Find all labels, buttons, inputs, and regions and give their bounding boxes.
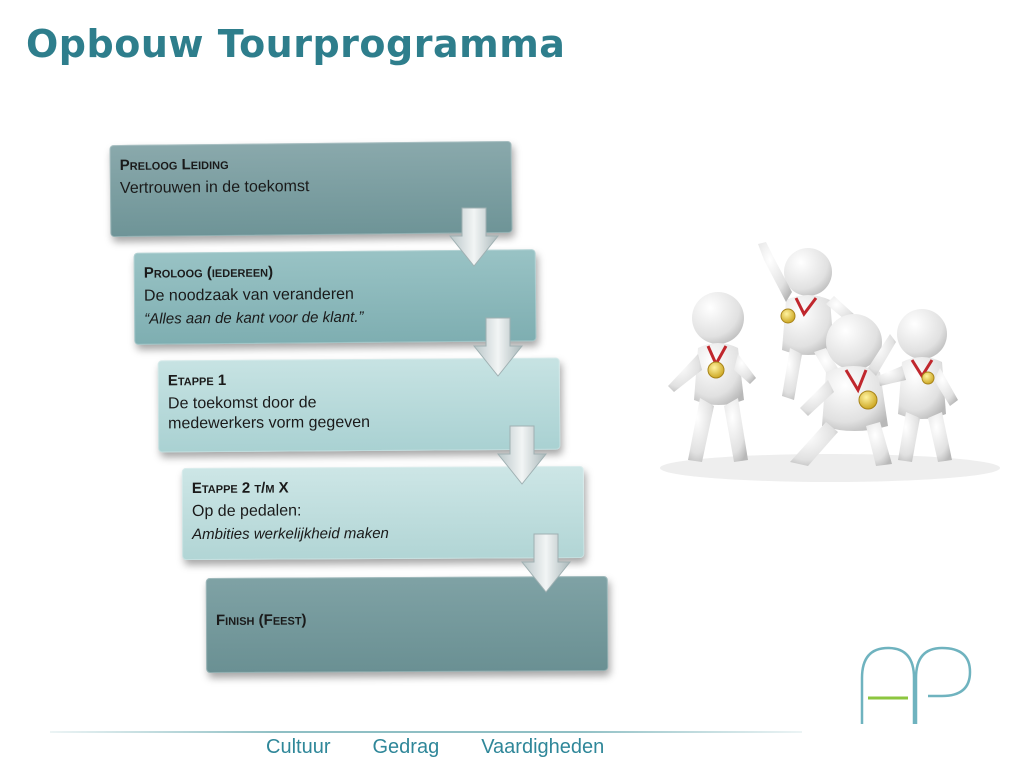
down-arrow-icon <box>520 533 572 593</box>
down-arrow-icon <box>448 207 500 267</box>
stage-quote: “Alles aan de kant voor de klant.” <box>144 308 364 328</box>
stage-text: Vertrouwen in de toekomst <box>119 178 310 197</box>
footer-divider <box>50 731 802 733</box>
down-arrow-icon <box>496 425 548 485</box>
stage-text: De noodzaak van veranderen <box>143 285 354 305</box>
stage-text: De toekomst door de <box>167 394 317 413</box>
stage-title: Preloog Leiding <box>119 155 229 175</box>
footer-item-gedrag: Gedrag <box>372 736 440 758</box>
medal-figures-image <box>660 242 1000 482</box>
footer: Cultuur Gedrag Vaardigheden <box>266 736 604 759</box>
stage-text: Op de pedalen: <box>191 502 302 520</box>
footer-item-vaardigheden: Vaardigheden <box>481 736 605 758</box>
stage-text: medewerkers vorm gegeven <box>168 413 371 433</box>
stage-quote: Ambities werkelijkheid maken <box>192 524 389 543</box>
ap-logo <box>860 646 972 724</box>
page-title: Opbouw Tourprogramma <box>26 22 566 66</box>
footer-item-cultuur: Cultuur <box>266 736 331 758</box>
stage-title: Finish (Feest) <box>215 611 307 629</box>
down-arrow-icon <box>472 317 524 377</box>
